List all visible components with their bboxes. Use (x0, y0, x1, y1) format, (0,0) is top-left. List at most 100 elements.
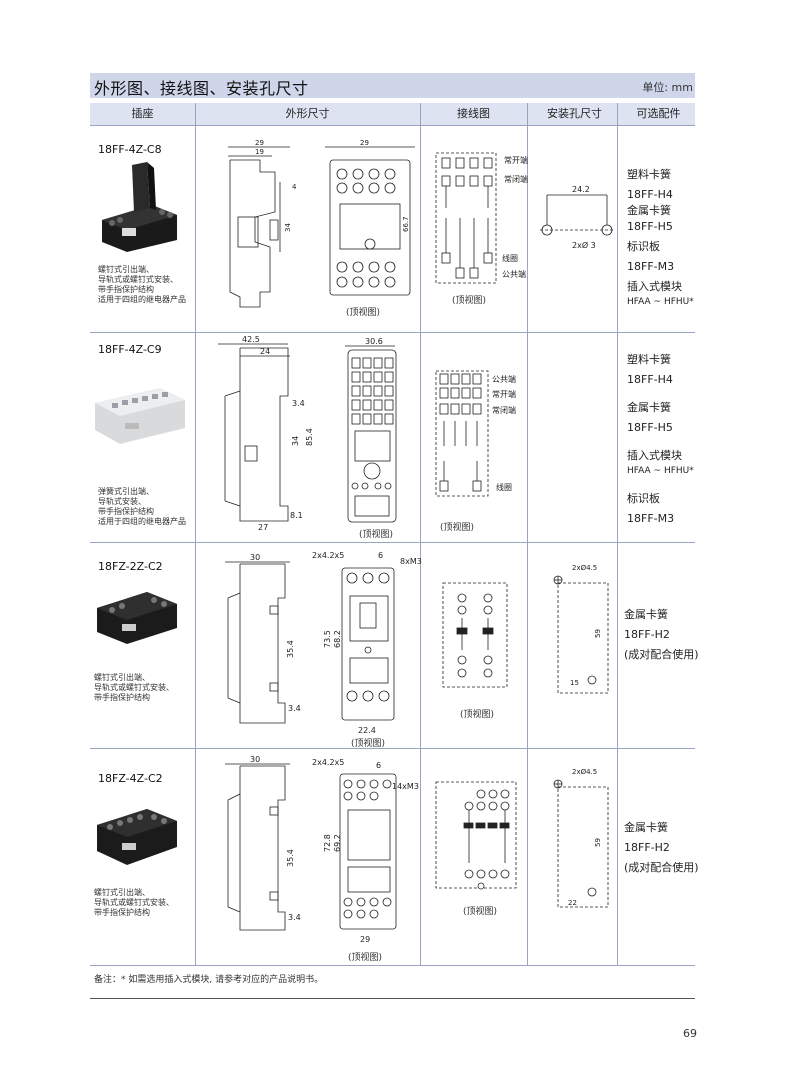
dimension-drawing: 42.5 24 3.4 34 85.4 27 8.1 30.6 (218, 335, 397, 532)
svg-text:2xØ4.5: 2xØ4.5 (572, 768, 597, 776)
svg-text:常闭端: 常闭端 (504, 174, 528, 184)
accessory-list: 塑料卡簧 18FF-H4 金属卡簧 18FF-H5 插入式模块 HFAA ~ H… (627, 353, 694, 525)
svg-text:66.7: 66.7 (402, 216, 410, 232)
svg-text:30.6: 30.6 (365, 337, 383, 346)
svg-text:6: 6 (376, 761, 381, 770)
mounting-hole-drawing: 24.2 2xØ 3 (540, 185, 614, 250)
svg-text:85.4: 85.4 (305, 428, 314, 446)
model-description: 螺钉式引出端、 导轨式或螺钉式安装、 带手指保护结构 适用于四组的继电器产品 (98, 265, 186, 304)
svg-text:35.4: 35.4 (286, 849, 295, 867)
svg-text:22.4: 22.4 (358, 726, 376, 735)
socket-photo (95, 388, 185, 444)
model-name: 18FZ-2Z-C2 (98, 560, 163, 573)
wiring-diagram: 常开端 常闭端 线圈 公共端 (435, 152, 528, 284)
model-name: 18FZ-4Z-C2 (98, 772, 163, 785)
mounting-hole-drawing: 2xØ4.5 59 15 (553, 564, 609, 694)
accessory-list: 金属卡簧 18FF-H2 (成对配合使用) (624, 821, 699, 874)
svg-text:14xM3: 14xM3 (392, 782, 419, 791)
grid-line (90, 542, 695, 543)
svg-text:34: 34 (291, 436, 300, 446)
grid-line (420, 103, 421, 965)
grid-line (527, 103, 528, 965)
wiring-diagram: 公共端 常开端 常闭端 线圈 (435, 370, 516, 497)
grid-line (90, 965, 695, 966)
svg-text:69.2: 69.2 (333, 834, 342, 852)
svg-text:15: 15 (570, 679, 579, 687)
top-view-caption: (顶视图) (359, 530, 394, 540)
page-number: 69 (683, 1027, 697, 1040)
dimension-drawing: 30 35.4 3.4 2x4.2x5 6 8xM3 73.5 68.2 22.… (225, 551, 422, 735)
svg-text:3.4: 3.4 (288, 704, 301, 713)
svg-text:73.5: 73.5 (323, 630, 332, 648)
svg-text:59: 59 (594, 838, 602, 847)
svg-text:常开端: 常开端 (504, 155, 528, 165)
col-header-dimensions: 外形尺寸 (285, 107, 330, 120)
svg-text:29: 29 (360, 935, 370, 944)
svg-text:35.4: 35.4 (286, 640, 295, 658)
wiring-diagram (435, 781, 517, 890)
svg-text:27: 27 (258, 523, 268, 532)
svg-text:8.1: 8.1 (290, 511, 303, 520)
svg-text:4: 4 (292, 183, 297, 191)
model-description: 螺钉式引出端、 导轨式或螺钉式安装、 带手指保护结构 (94, 888, 174, 917)
accessory-list: 金属卡簧 18FF-H2 (成对配合使用) (624, 608, 699, 661)
socket-photo (97, 592, 177, 644)
socket-photo (97, 809, 177, 865)
col-header-wiring: 接线图 (457, 107, 490, 120)
svg-text:8xM3: 8xM3 (400, 557, 422, 566)
svg-text:72.8: 72.8 (323, 834, 332, 852)
table-header: 插座 外形尺寸 接线图 安装孔尺寸 可选配件 (90, 103, 695, 125)
dimension-drawing: 30 35.4 3.4 2x4.2x5 6 14xM3 72.8 69.2 29 (225, 755, 419, 944)
svg-text:42.5: 42.5 (242, 335, 260, 344)
accessory-list: 塑料卡簧 18FF-H4 金属卡簧 18FF-H5 标识板 18FF-M3 插入… (627, 168, 694, 307)
col-header-socket: 插座 (131, 107, 154, 120)
grid-line (617, 103, 618, 965)
grid-line (90, 332, 695, 333)
svg-text:29: 29 (360, 139, 369, 147)
mounting-hole-drawing: 2xØ4.5 59 22 (553, 768, 609, 908)
unit-label: 单位: mm (642, 81, 693, 94)
svg-text:19: 19 (255, 148, 264, 156)
wiring-view-caption: (顶视图) (440, 523, 475, 533)
col-header-accessories: 可选配件 (636, 107, 681, 120)
footnote: 备注：* 如需选用插入式模块, 请参考对应的产品说明书。 (94, 975, 324, 985)
top-view-caption: (顶视图) (348, 953, 383, 963)
svg-text:公共端: 公共端 (502, 269, 526, 279)
top-view-caption: (顶视图) (346, 308, 381, 318)
svg-text:22: 22 (568, 899, 577, 907)
socket-photo (102, 162, 177, 252)
model-name: 18FF-4Z-C8 (98, 143, 162, 156)
svg-text:线圈: 线圈 (496, 482, 512, 492)
wiring-diagram (442, 582, 508, 688)
col-header-mounting: 安装孔尺寸 (547, 107, 602, 120)
svg-text:6: 6 (378, 551, 383, 560)
section-title-bar: 外形图、接线图、安装孔尺寸 单位: mm (90, 73, 695, 98)
svg-text:29: 29 (255, 139, 264, 147)
svg-text:2xØ 3: 2xØ 3 (572, 240, 596, 250)
svg-text:2x4.2x5: 2x4.2x5 (312, 758, 344, 767)
grid-line (195, 103, 196, 965)
svg-text:2xØ4.5: 2xØ4.5 (572, 564, 597, 572)
svg-text:30: 30 (250, 755, 260, 764)
grid-line (90, 748, 695, 749)
svg-text:30: 30 (250, 553, 260, 562)
svg-text:34: 34 (284, 223, 292, 232)
svg-text:2x4.2x5: 2x4.2x5 (312, 551, 344, 560)
svg-text:3.4: 3.4 (292, 399, 305, 408)
wiring-view-caption: (顶视图) (460, 710, 495, 720)
section-title: 外形图、接线图、安装孔尺寸 (94, 79, 309, 98)
grid-line (90, 125, 695, 126)
svg-text:3.4: 3.4 (288, 913, 301, 922)
top-view-caption: (顶视图) (351, 739, 386, 749)
svg-text:常开端: 常开端 (492, 389, 516, 399)
model-description: 螺钉式引出端、 导轨式或螺钉式安装、 带手指保护结构 (94, 673, 174, 702)
bottom-rule (90, 998, 695, 999)
svg-text:公共端: 公共端 (492, 374, 516, 384)
svg-text:68.2: 68.2 (333, 630, 342, 648)
svg-text:线圈: 线圈 (502, 253, 518, 263)
model-name: 18FF-4Z-C9 (98, 343, 162, 356)
svg-text:59: 59 (594, 629, 602, 638)
svg-text:24.2: 24.2 (572, 185, 590, 194)
svg-text:常闭端: 常闭端 (492, 405, 516, 415)
wiring-view-caption: (顶视图) (463, 907, 498, 917)
